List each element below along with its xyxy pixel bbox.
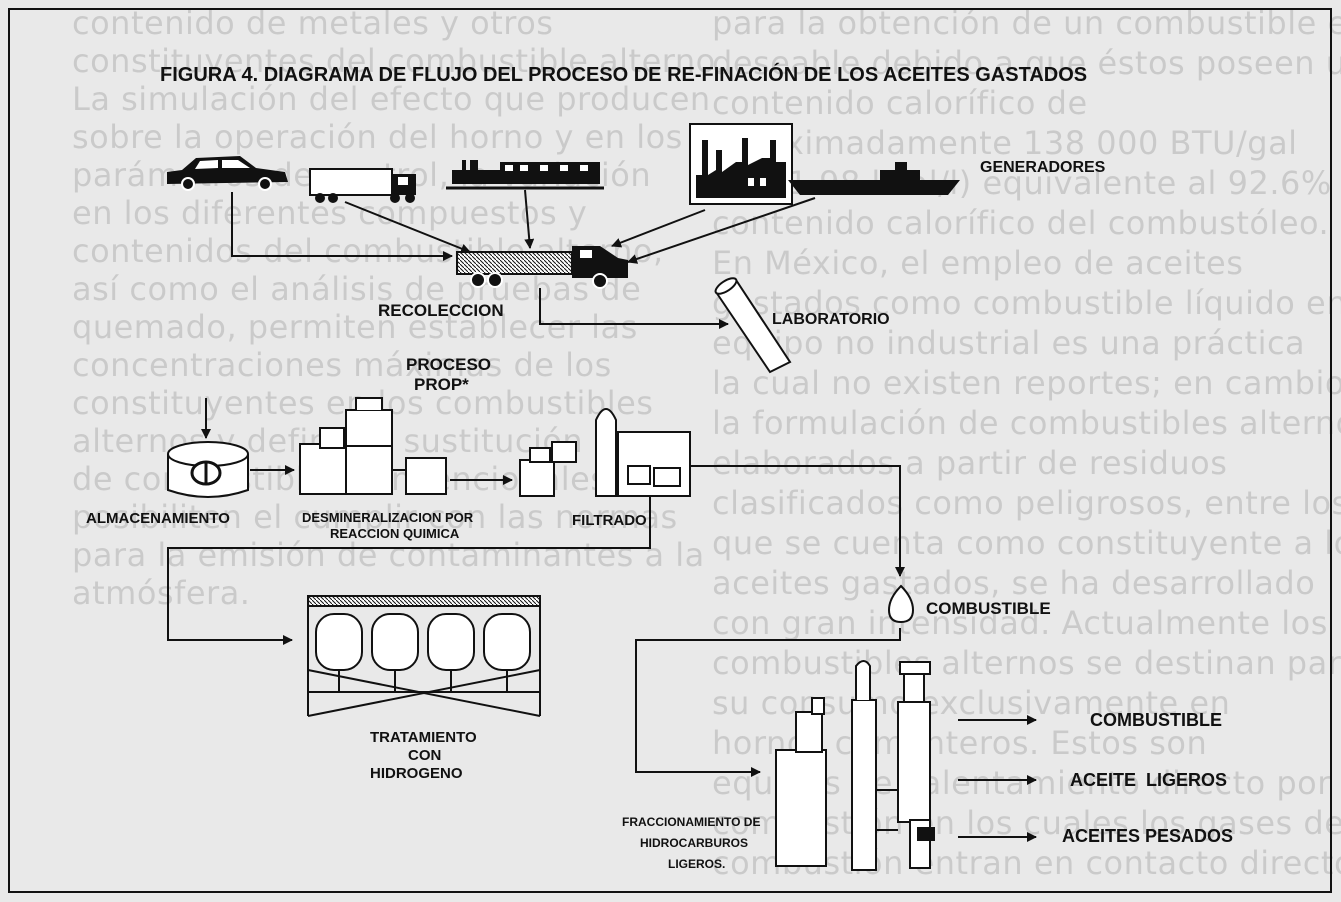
arrow-to-fraccionamiento	[635, 628, 901, 777]
show-through-line: que se cuenta como constituyente a los	[712, 524, 1341, 562]
node-fraccionamiento-label-2: HIDROCARBUROS	[640, 836, 748, 850]
storage-tank-icon	[167, 441, 249, 498]
show-through-line: con gran intensidad. Actualmente los	[712, 604, 1328, 642]
fuel-drop-icon	[887, 584, 915, 624]
node-tratamiento-label-3: HIDROGENO	[370, 765, 463, 782]
show-through-line: quemado, permiten establecer las	[72, 308, 638, 346]
node-desmineralizacion-label-1: DESMINERALIZACION POR	[302, 510, 474, 525]
node-filtrado-label: FILTRADO	[572, 512, 647, 529]
show-through-line: aceites gastados, se ha desarrollado	[712, 564, 1316, 602]
reactor-tank-4	[483, 613, 531, 671]
truck-icon	[309, 168, 416, 203]
train-icon	[446, 160, 604, 190]
show-through-line: atmósfera.	[72, 574, 251, 612]
show-through-line: gastados como combustible líquido en	[712, 284, 1341, 322]
output-aceites-pesados-label: ACEITES PESADOS	[1062, 826, 1233, 846]
show-through-line: deseable debido a que éstos poseen un	[712, 44, 1341, 82]
show-through-line: clasificados como peligrosos, entre los	[712, 484, 1341, 522]
output-aceite-ligeros-label: ACEITE LIGEROS	[1070, 770, 1227, 790]
show-through-line: así como el análisis de pruebas de	[72, 270, 642, 308]
arrow-to-combustible-top	[690, 465, 905, 577]
reactor-tank-2	[371, 613, 419, 671]
show-through-line: contenido de metales y otros	[72, 4, 554, 42]
show-through-line: combustibles alternos se destinan para	[712, 644, 1341, 682]
output-combustible-label: COMBUSTIBLE	[1090, 710, 1222, 730]
show-through-line: la formulación de combustibles alternos	[712, 404, 1341, 442]
show-through-line: La simulación del efecto que producen	[72, 80, 711, 118]
show-through-line: contenido calorífico del combustóleo.	[712, 204, 1330, 242]
node-tratamiento-label-2: CON	[408, 747, 441, 764]
show-through-line: aproximadamente 138 000 BTU/gal	[712, 124, 1298, 162]
show-through-line: En México, el empleo de aceites	[712, 244, 1244, 282]
fractionation-column-icon	[775, 660, 935, 871]
test-tube-icon	[714, 277, 792, 374]
show-through-line: concentraciones máximas de los	[72, 346, 612, 384]
car-icon	[167, 156, 288, 191]
figure-frame	[8, 8, 1332, 893]
reactor-tank-3	[427, 613, 475, 671]
ship-icon	[788, 162, 960, 195]
node-proceso-label-1: PROCESO	[406, 355, 491, 374]
show-through-line: sobre la operación del horno y en los	[72, 118, 683, 156]
figure-title: FIGURA 4. DIAGRAMA DE FLUJO DEL PROCESO …	[160, 62, 1087, 86]
node-desmineralizacion-label-2: REACCION QUIMICA	[330, 526, 460, 541]
hydrogen-treatment-tanks-icon	[307, 595, 541, 717]
filtration-plant-icon	[519, 408, 691, 497]
collection-truck-icon	[456, 246, 628, 289]
node-generadores-label: GENERADORES	[980, 159, 1106, 176]
node-laboratorio-label: LABORATORIO	[772, 311, 890, 328]
node-combustible-top-label: COMBUSTIBLE	[926, 599, 1051, 618]
source-arrows	[231, 189, 816, 264]
reactor-tank-1	[315, 613, 363, 671]
show-through-line: para la emisión de contaminantes a la	[72, 536, 705, 574]
show-through-line: equipo no industrial es una práctica	[712, 324, 1306, 362]
arrow-to-tratamiento	[167, 496, 651, 645]
show-through-line: posibiliten el cumplir con las normas	[72, 498, 678, 536]
node-fraccionamiento-label-3: LIGEROS.	[668, 857, 725, 871]
show-through-line: contenido calorífico de	[712, 84, 1088, 122]
node-recoleccion-label: RECOLECCION	[378, 301, 504, 320]
node-proceso-label-2: PROP*	[414, 375, 469, 394]
demineralization-plant-icon	[299, 397, 447, 495]
arrow-to-laboratorio	[539, 288, 729, 329]
show-through-line: elaborados a partir de residuos	[712, 444, 1228, 482]
node-fraccionamiento-label-1: FRACCIONAMIENTO DE	[622, 815, 760, 829]
show-through-line: para la obtención de un combustible es	[712, 4, 1341, 42]
show-through-line: la cual no existen reportes; en cambio	[712, 364, 1341, 402]
factory-icon	[689, 123, 793, 205]
node-tratamiento-label-1: TRATAMIENTO	[370, 729, 477, 746]
node-almacenamiento-label: ALMACENAMIENTO	[86, 510, 230, 527]
show-through-line: constituyentes del combustible alterno.	[72, 42, 726, 80]
